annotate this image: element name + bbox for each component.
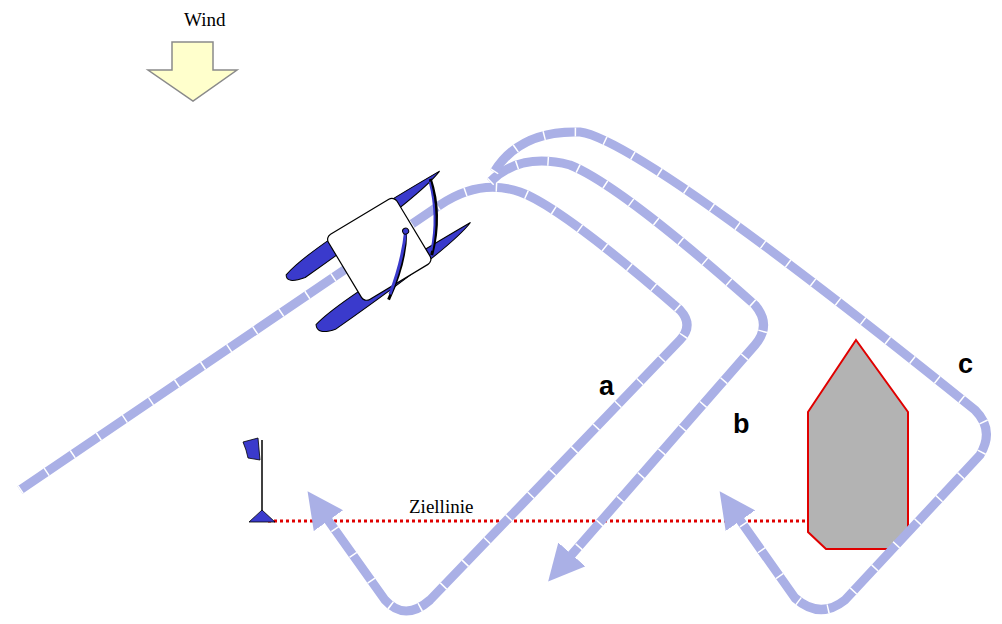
finish-line — [268, 520, 808, 523]
flag-buoy — [243, 438, 275, 522]
catamaran — [279, 169, 483, 339]
path-letter: a — [599, 373, 614, 400]
committee-boat — [808, 340, 908, 549]
wind-label: Wind — [184, 10, 225, 29]
finish-line-label: Ziellinie — [407, 497, 475, 516]
wind-arrow — [148, 42, 237, 101]
path-letter: c — [958, 351, 973, 378]
course-paths — [20, 132, 986, 611]
path-letter: b — [733, 411, 750, 438]
